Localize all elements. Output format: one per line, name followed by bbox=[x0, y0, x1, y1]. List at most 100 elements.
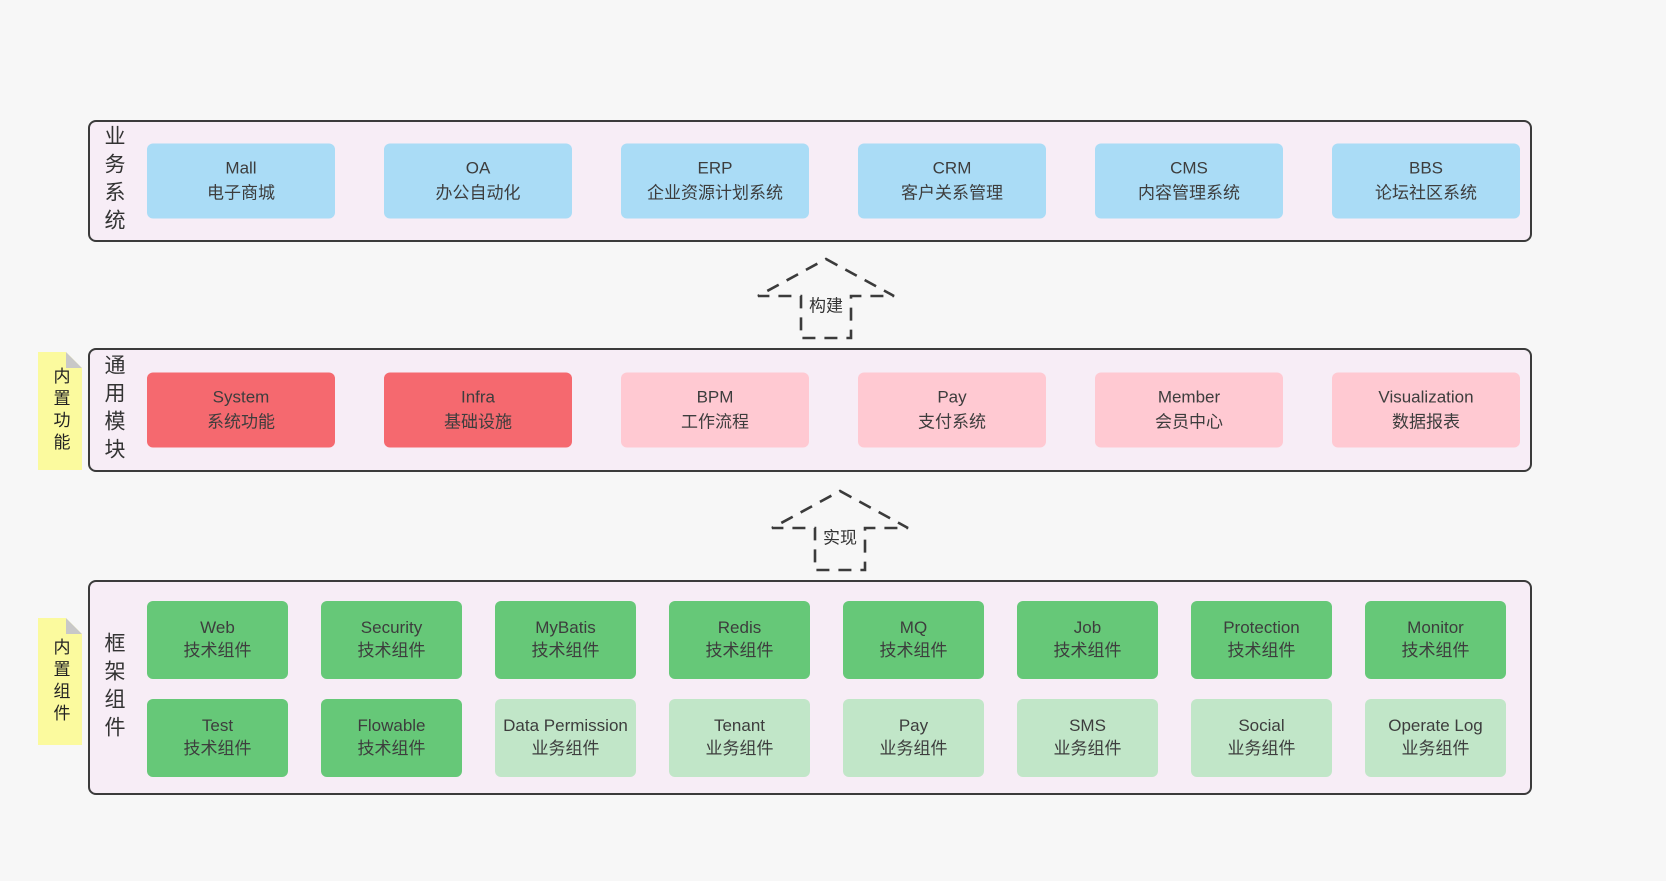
box-title: System bbox=[212, 387, 270, 407]
box-mall: Mall 电子商城 bbox=[147, 143, 335, 219]
band-label: 通用模块 bbox=[102, 354, 125, 466]
components-row-1: Web 技术组件 Security 技术组件 MyBatis 技术组件 Redi… bbox=[147, 601, 1506, 679]
box-title: Member bbox=[1157, 387, 1221, 407]
box-title: Test bbox=[201, 716, 234, 736]
box-title: MyBatis bbox=[535, 618, 596, 638]
box-subtitle: 业务组件 bbox=[1401, 739, 1470, 758]
box-title: Redis bbox=[717, 618, 762, 638]
box-title: Monitor bbox=[1407, 618, 1464, 638]
box-infra: Infra 基础设施 bbox=[384, 372, 572, 448]
box-title: SMS bbox=[1069, 716, 1106, 736]
box-operate-log: Operate Log 业务组件 bbox=[1365, 699, 1506, 777]
box-subtitle: 业务组件 bbox=[705, 739, 774, 758]
box-subtitle: 技术组件 bbox=[879, 641, 948, 660]
box-test: Test 技术组件 bbox=[147, 699, 288, 777]
note-fold-icon bbox=[66, 352, 82, 368]
box-mybatis: MyBatis 技术组件 bbox=[495, 601, 636, 679]
box-title: Web bbox=[200, 618, 235, 638]
box-title: Pay bbox=[937, 387, 967, 407]
box-subtitle: 业务组件 bbox=[1053, 739, 1122, 758]
business-box-row: Mall 电子商城 OA 办公自动化 ERP 企业资源计划系统 CRM 客户关系… bbox=[147, 143, 1520, 219]
box-subtitle: 技术组件 bbox=[531, 641, 600, 660]
box-visualization: Visualization 数据报表 bbox=[1332, 372, 1520, 448]
box-title: CRM bbox=[932, 158, 972, 178]
box-subtitle: 客户关系管理 bbox=[901, 183, 1003, 202]
note-text: 内置组件 bbox=[50, 637, 70, 726]
box-title: Protection bbox=[1223, 618, 1300, 638]
note-built-in-components: 内置组件 bbox=[38, 618, 82, 745]
box-subtitle: 电子商城 bbox=[207, 183, 275, 202]
box-subtitle: 技术组件 bbox=[357, 641, 426, 660]
band-label: 业务系统 bbox=[102, 125, 125, 237]
box-subtitle: 技术组件 bbox=[1053, 641, 1122, 660]
box-title: Job bbox=[1073, 618, 1102, 638]
box-bbs: BBS 论坛社区系统 bbox=[1332, 143, 1520, 219]
box-protection: Protection 技术组件 bbox=[1191, 601, 1332, 679]
box-system: System 系统功能 bbox=[147, 372, 335, 448]
box-erp: ERP 企业资源计划系统 bbox=[621, 143, 809, 219]
box-title: ERP bbox=[697, 158, 733, 178]
box-subtitle: 论坛社区系统 bbox=[1375, 183, 1477, 202]
box-title: Mall bbox=[225, 158, 257, 178]
box-title: Tenant bbox=[713, 716, 766, 736]
box-subtitle: 内容管理系统 bbox=[1138, 183, 1240, 202]
band-business-systems: 业务系统 Mall 电子商城 OA 办公自动化 ERP 企业资源计划系统 CRM… bbox=[88, 120, 1532, 242]
box-data-permission: Data Permission 业务组件 bbox=[495, 699, 636, 777]
box-title: CMS bbox=[1170, 158, 1208, 178]
box-title: Social bbox=[1238, 716, 1285, 736]
box-job: Job 技术组件 bbox=[1017, 601, 1158, 679]
box-tenant: Tenant 业务组件 bbox=[669, 699, 810, 777]
box-subtitle: 技术组件 bbox=[1227, 641, 1296, 660]
box-cms: CMS 内容管理系统 bbox=[1095, 143, 1283, 219]
box-subtitle: 办公自动化 bbox=[435, 183, 521, 202]
box-title: Visualization bbox=[1378, 387, 1474, 407]
components-row-2: Test 技术组件 Flowable 技术组件 Data Permission … bbox=[147, 699, 1506, 777]
note-built-in-features: 内置功能 bbox=[38, 352, 82, 470]
box-sms: SMS 业务组件 bbox=[1017, 699, 1158, 777]
box-subtitle: 支付系统 bbox=[918, 412, 986, 431]
box-title: Security bbox=[360, 618, 423, 638]
box-flowable: Flowable 技术组件 bbox=[321, 699, 462, 777]
box-redis: Redis 技术组件 bbox=[669, 601, 810, 679]
box-crm: CRM 客户关系管理 bbox=[858, 143, 1046, 219]
box-title: OA bbox=[465, 158, 491, 178]
box-oa: OA 办公自动化 bbox=[384, 143, 572, 219]
box-title: Flowable bbox=[357, 716, 426, 736]
box-subtitle: 技术组件 bbox=[357, 739, 426, 758]
box-title: Data Permission bbox=[503, 716, 628, 736]
note-text: 内置功能 bbox=[50, 367, 70, 455]
box-subtitle: 会员中心 bbox=[1155, 412, 1223, 431]
box-security: Security 技术组件 bbox=[321, 601, 462, 679]
implement-arrow-label: 实现 bbox=[820, 522, 860, 550]
band-common-modules: 通用模块 System 系统功能 Infra 基础设施 BPM 工作流程 Pay… bbox=[88, 348, 1532, 472]
box-subtitle: 技术组件 bbox=[1401, 641, 1470, 660]
box-title: BBS bbox=[1408, 158, 1444, 178]
box-subtitle: 技术组件 bbox=[705, 641, 774, 660]
box-subtitle: 业务组件 bbox=[531, 739, 600, 758]
box-subtitle: 技术组件 bbox=[183, 739, 252, 758]
build-arrow-label: 构建 bbox=[806, 290, 846, 318]
note-fold-icon bbox=[66, 618, 82, 634]
box-subtitle: 数据报表 bbox=[1392, 412, 1460, 431]
band-label: 框架组件 bbox=[102, 631, 125, 744]
box-subtitle: 工作流程 bbox=[681, 412, 749, 431]
box-subtitle: 基础设施 bbox=[444, 412, 512, 431]
box-title: Pay bbox=[898, 716, 929, 736]
box-mq: MQ 技术组件 bbox=[843, 601, 984, 679]
box-title: BPM bbox=[696, 387, 734, 407]
box-monitor: Monitor 技术组件 bbox=[1365, 601, 1506, 679]
box-subtitle: 企业资源计划系统 bbox=[647, 183, 783, 202]
box-title: Operate Log bbox=[1388, 716, 1483, 736]
box-title: Infra bbox=[460, 387, 496, 407]
box-pay-system: Pay 支付系统 bbox=[858, 372, 1046, 448]
box-subtitle: 业务组件 bbox=[1227, 739, 1296, 758]
box-subtitle: 业务组件 bbox=[879, 739, 948, 758]
box-pay-component: Pay 业务组件 bbox=[843, 699, 984, 777]
modules-box-row: System 系统功能 Infra 基础设施 BPM 工作流程 Pay 支付系统… bbox=[147, 372, 1520, 448]
box-social: Social 业务组件 bbox=[1191, 699, 1332, 777]
box-title: MQ bbox=[899, 618, 928, 638]
box-web: Web 技术组件 bbox=[147, 601, 288, 679]
box-member: Member 会员中心 bbox=[1095, 372, 1283, 448]
box-subtitle: 技术组件 bbox=[183, 641, 252, 660]
